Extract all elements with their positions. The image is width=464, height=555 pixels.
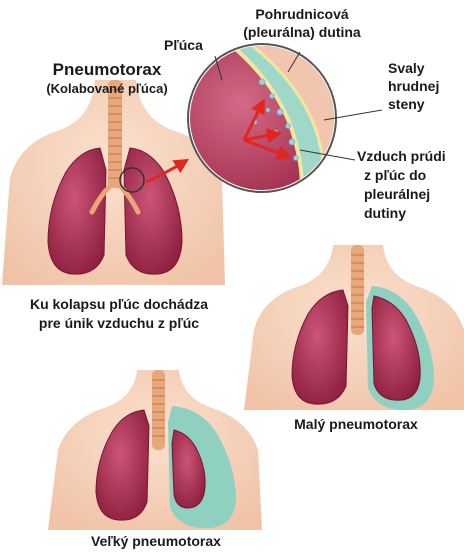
label-airflow-line4: dutiny bbox=[364, 205, 406, 221]
large-pneumothorax-torso bbox=[48, 370, 262, 530]
small-trachea bbox=[351, 245, 364, 335]
label-muscles-line3: steny bbox=[388, 96, 425, 112]
small-pneumothorax-torso bbox=[244, 245, 464, 410]
label-pleural-cavity-line2: (pleurálna) dutina bbox=[222, 24, 382, 40]
label-airflow-line1: Vzduch prúdi bbox=[357, 148, 446, 164]
diagram-title: Pneumotorax bbox=[22, 60, 192, 80]
description-line1: Ku kolapsu pľúc dochádza bbox=[4, 296, 234, 312]
label-airflow-line2: z pľúc do bbox=[364, 167, 426, 183]
label-muscles-line1: Svaly bbox=[388, 60, 425, 76]
label-muscles-line2: hrudnej bbox=[388, 78, 439, 94]
caption-small-pneumothorax: Malý pneumotorax bbox=[266, 416, 446, 432]
description-line2: pre únik vzduchu z pľúc bbox=[4, 315, 234, 331]
label-airflow-line3: pleurálnej bbox=[364, 186, 430, 202]
label-pleural-cavity-line1: Pohrudnicová bbox=[232, 6, 372, 22]
diagram-subtitle: (Kolabované pľúca) bbox=[22, 82, 192, 97]
caption-large-pneumothorax: Veľký pneumotorax bbox=[66, 533, 246, 549]
zoom-inset bbox=[188, 40, 382, 200]
large-trachea bbox=[152, 370, 165, 450]
label-lung: Pľúca bbox=[164, 37, 203, 53]
